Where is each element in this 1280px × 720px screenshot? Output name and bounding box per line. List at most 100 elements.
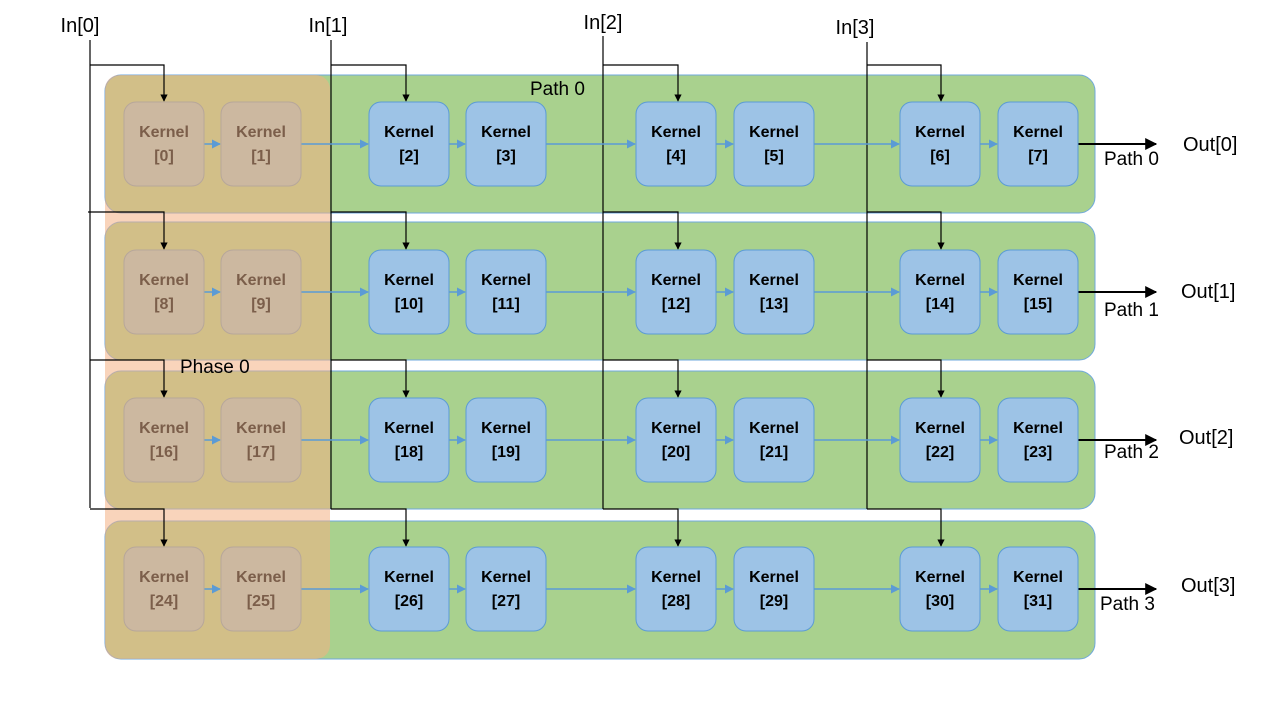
kernel-index: [16] [150,444,178,461]
kernel-28: Kernel[28] [635,546,717,632]
kernel-box [635,101,717,187]
kernel-label: Kernel [749,272,799,289]
path-label-3: Path 3 [1100,594,1155,615]
kernel-index: [11] [492,296,520,313]
kernel-index: [31] [1024,593,1052,610]
kernel-label: Kernel [749,569,799,586]
kernel-box [368,546,450,632]
kernel-label: Kernel [139,569,189,586]
kernel-24: Kernel [24] [123,546,205,632]
kernel-label: Kernel [749,124,799,141]
kernel-index: [8] [154,296,174,313]
kernel-label: Kernel [481,124,531,141]
kernel-label: Kernel [1013,272,1063,289]
kernel-label: Kernel [481,569,531,586]
kernel-label: Kernel [915,420,965,437]
kernel-box [465,546,547,632]
kernel-0: Kernel[0] [123,101,205,187]
kernel-index: [17] [247,444,275,461]
kernel-4: Kernel[4] [635,101,717,187]
kernel-label: Kernel [481,272,531,289]
kernel-box [733,101,815,187]
kernel-index: [6] [930,148,950,165]
flow-arrows [204,138,1158,595]
kernel-13: Kernel[13] [733,249,815,335]
input-branch-0-2 [90,359,168,398]
kernel-index: [21] [760,444,788,461]
kernel-index: [29] [760,593,788,610]
input-branch-1-1 [331,211,410,250]
kernel-index: [5] [764,148,784,165]
kernel-19: Kernel[19] [465,397,547,483]
kernel-box [220,101,302,187]
kernel-box [123,397,205,483]
kernel-box [635,546,717,632]
kernel-index: [4] [666,148,686,165]
kernel-3: Kernel [3] [465,101,547,187]
input-branch-1-3 [331,508,410,547]
kernel-21: Kernel [21] [733,397,815,483]
kernel-index: [20] [662,444,690,461]
kernel-index: [23] [1024,444,1052,461]
kernel-index: [3] [496,148,516,165]
kernel-index: [27] [492,593,520,610]
kernel-box [465,101,547,187]
kernel-30: Kernel[30] [899,546,981,632]
kernel-label: Kernel [481,420,531,437]
kernel-6: Kernel[6] [899,101,981,187]
kernel-label: Kernel [749,420,799,437]
kernel-box [733,397,815,483]
kernel-label: Kernel [1013,124,1063,141]
kernel-box [123,101,205,187]
kernel-label: Kernel [651,569,701,586]
input-branch-2-0 [603,64,682,102]
kernel-label: Kernel [236,124,286,141]
kernel-label: Kernel [651,420,701,437]
kernel-5: Kernel [5] [733,101,815,187]
kernel-box [997,249,1079,335]
kernel-index: [12] [662,296,690,313]
kernel-label: Kernel [384,569,434,586]
input-branch-3-2 [867,359,945,398]
kernel-27: Kernel [27] [465,546,547,632]
kernel-label: Kernel [236,569,286,586]
output-label-2: Out[2] [1179,427,1233,449]
labels: In[0] In[1] In[2] In[3] Path 0 Phase 0 P… [61,12,1238,615]
kernel-box [368,249,450,335]
path-label-1: Path 1 [1104,300,1159,321]
kernel-index: [10] [395,296,423,313]
input-branch-1-2 [331,359,410,398]
input-label-0: In[0] [61,15,100,37]
kernel-17: Kernel [17] [220,397,302,483]
path-label-2: Path 2 [1104,442,1159,463]
kernel-22: Kernel [22] [899,397,981,483]
kernel-box [899,546,981,632]
input-label-3: In[3] [836,17,875,39]
kernel-box [123,249,205,335]
kernel-1: Kernel[1] [220,101,302,187]
kernel-box [220,249,302,335]
input-label-2: In[2] [584,12,623,34]
output-label-1: Out[1] [1181,281,1235,303]
kernel-31: Kernel[31] [997,546,1079,632]
kernel-box [899,249,981,335]
kernel-index: [15] [1024,296,1052,313]
output-label-3: Out[3] [1181,575,1235,597]
path-label-0: Path 0 [1104,149,1159,170]
kernel-box [635,249,717,335]
kernel-label: Kernel [651,272,701,289]
kernel-box [899,397,981,483]
kernel-15: Kernel [15] [997,249,1079,335]
kernel-7: Kernel[7] [997,101,1079,187]
kernel-label: Kernel [236,420,286,437]
kernel-index: [24] [150,593,178,610]
kernel-box [635,397,717,483]
kernel-box [997,546,1079,632]
kernel-box [368,101,450,187]
kernel-index: [30] [926,593,954,610]
kernel-12: Kernel [12] [635,249,717,335]
input-branch-3-1 [867,211,945,250]
input-branch-0-3 [90,508,168,547]
kernel-index: [22] [926,444,954,461]
